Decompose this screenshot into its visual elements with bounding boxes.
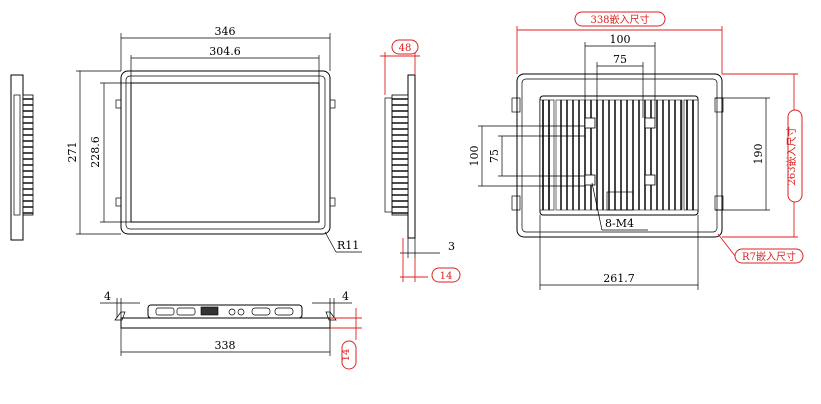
side-lip-label: 3 — [448, 240, 455, 253]
rear-vesa-inner-v-label: 75 — [488, 149, 501, 163]
rear-frame — [516, 73, 723, 238]
rear-vesa-inner-h-label: 75 — [613, 53, 627, 66]
rear-cutout-height-label: 263嵌入尺寸 — [785, 126, 798, 185]
rear-mount-width-label: 261.7 — [603, 272, 635, 285]
rear-mount-height-label: 190 — [752, 144, 765, 165]
front-bezel — [120, 70, 331, 235]
rear-vesa-outer-v-label: 100 — [468, 146, 481, 167]
bottom-height-label: 14 — [341, 349, 352, 362]
front-width-label: 346 — [215, 25, 236, 38]
front-inner-width-label: 304.6 — [209, 45, 241, 58]
rear-view: 338嵌入尺寸 100 75 100 75 190 263嵌入尺寸 — [468, 11, 804, 290]
right-side-view: 48 3 14 — [380, 39, 461, 283]
rear-vesa-outer-h-label: 100 — [610, 33, 631, 46]
bottom-right-edge-label: 4 — [342, 290, 349, 303]
rear-cutout-radius-label: R7嵌入尺寸 — [742, 250, 796, 263]
front-inner-height-label: 228.6 — [89, 136, 102, 168]
bottom-view: 4 4 338 14 — [100, 290, 362, 370]
side-depth-label: 48 — [399, 43, 412, 54]
front-screen — [130, 82, 320, 223]
front-radius-label: R11 — [337, 239, 359, 252]
bottom-width-label: 338 — [215, 339, 236, 352]
side-base-label: 14 — [440, 271, 453, 282]
bottom-panel — [120, 317, 331, 329]
left-side-view — [10, 74, 34, 241]
rear-screws-label: 8-M4 — [605, 217, 634, 230]
front-height-label: 271 — [66, 142, 79, 163]
bottom-left-edge-label: 4 — [104, 290, 111, 303]
rear-cutout-width-label: 338嵌入尺寸 — [590, 13, 649, 26]
front-view: 346 304.6 271 228.6 R11 — [66, 25, 362, 253]
